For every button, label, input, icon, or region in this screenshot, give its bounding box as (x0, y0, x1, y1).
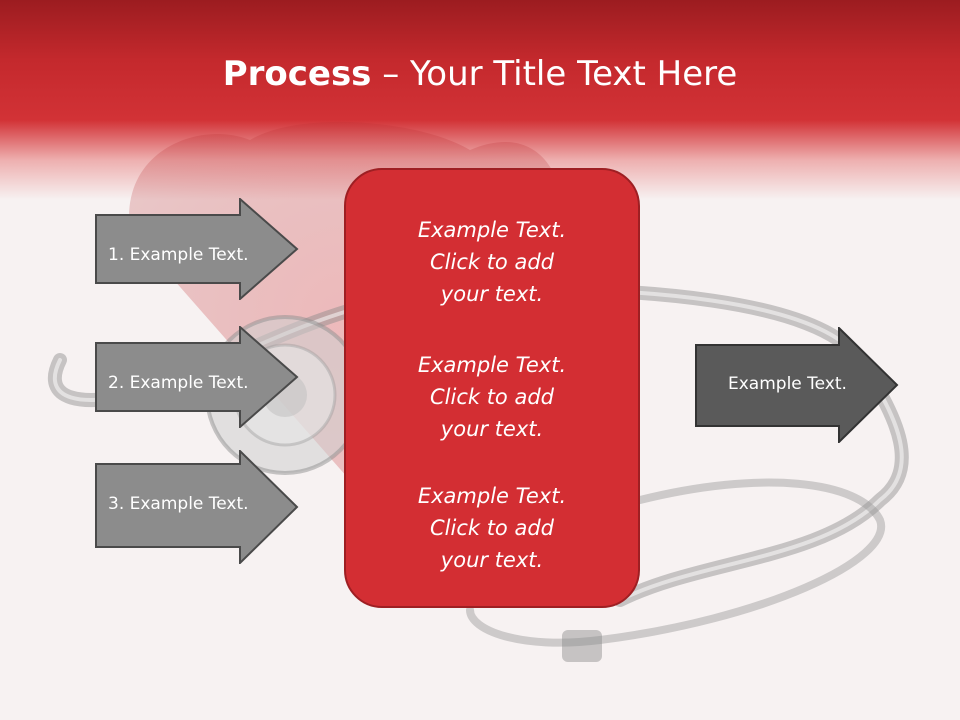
arrow-right-shape-icon (95, 196, 299, 302)
left-arrow-1[interactable]: 1. Example Text. (95, 196, 299, 302)
left-arrow-3[interactable]: 3. Example Text. (95, 448, 299, 566)
left-arrow-3-label: 3. Example Text. (108, 494, 249, 514)
center-paragraph-1: Example Text. Click to add your text. (417, 218, 567, 306)
center-text-box[interactable]: Example Text. Click to add your text. Ex… (344, 168, 640, 608)
title-rest: – Your Title Text Here (371, 54, 738, 94)
arrow-right-shape-icon (95, 448, 299, 566)
left-arrow-1-label: 1. Example Text. (108, 245, 249, 265)
right-arrow[interactable]: Example Text. (695, 325, 899, 445)
title-bold: Process (222, 54, 372, 94)
slide-title[interactable]: Process – Your Title Text Here (0, 52, 960, 96)
center-paragraph-3: Example Text. Click to add your text. (417, 484, 567, 572)
arrow-right-shape-icon (95, 324, 299, 430)
right-arrow-label: Example Text. (728, 374, 847, 394)
left-arrow-2-label: 2. Example Text. (108, 373, 249, 393)
left-arrow-2[interactable]: 2. Example Text. (95, 324, 299, 430)
center-paragraph-2: Example Text. Click to add your text. (417, 353, 567, 441)
arrow-right-shape-icon (695, 325, 899, 445)
